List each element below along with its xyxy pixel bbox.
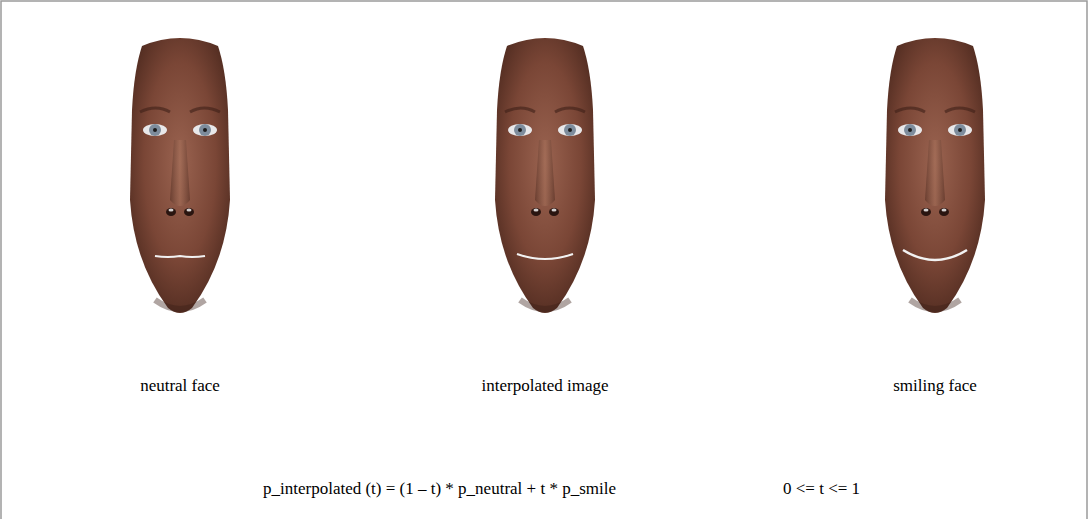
face-caption: interpolated image	[482, 376, 609, 396]
range-text: 0 <= t <= 1	[783, 479, 860, 499]
face-caption: smiling face	[893, 376, 977, 396]
face-caption: neutral face	[140, 376, 220, 396]
formula-text: p_interpolated (t) = (1 – t) * p_neutral…	[263, 479, 616, 499]
